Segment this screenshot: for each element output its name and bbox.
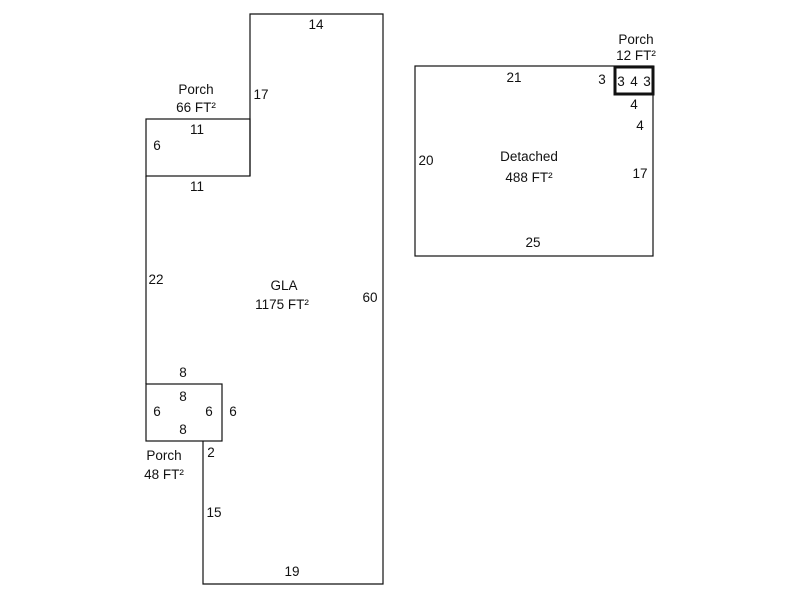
porch-bottom-dim-right-outer: 6 xyxy=(229,404,237,419)
gla-dim-left-mid: 22 xyxy=(148,272,163,287)
detached-dim-left: 20 xyxy=(418,153,433,168)
gla-dim-top: 14 xyxy=(308,17,324,32)
gla-dim-step: 2 xyxy=(207,445,215,460)
porch-small-dim-top: 4 xyxy=(630,74,638,89)
porch-bottom-dim-bottom: 8 xyxy=(179,422,187,437)
detached-area: 488 FT² xyxy=(505,170,553,185)
gla-area: 1175 FT² xyxy=(255,297,309,312)
detached-outline xyxy=(414,65,654,257)
porch-bottom-dim-right: 6 xyxy=(205,404,213,419)
detached-dim-right: 17 xyxy=(632,166,647,181)
gla-name: GLA xyxy=(270,278,297,293)
porch-small-dim-bottom: 4 xyxy=(630,97,638,112)
gla-dim-upper-left: 17 xyxy=(253,87,268,102)
gla-dim-bottom: 19 xyxy=(284,564,299,579)
detached-dim-notch-left: 3 xyxy=(598,72,606,87)
gla-dim-left-lower: 15 xyxy=(206,505,221,520)
porch-bottom-dim-top-outer: 8 xyxy=(179,365,187,380)
gla-outline xyxy=(145,13,384,585)
porch-small-dim-left: 3 xyxy=(617,74,625,89)
detached-dim-top: 21 xyxy=(506,70,521,85)
porch-small-dim-right: 3 xyxy=(643,74,651,89)
detached-name: Detached xyxy=(500,149,558,164)
porch-top-dim-top: 11 xyxy=(190,122,204,137)
porch-bottom-name: Porch xyxy=(146,448,181,463)
gla-dim-right: 60 xyxy=(362,290,377,305)
porch-small-name: Porch xyxy=(618,32,653,47)
detached-dim-notch-bottom: 4 xyxy=(636,118,644,133)
porch-bottom-dim-left: 6 xyxy=(153,404,161,419)
porch-small-outline xyxy=(613,65,655,96)
porch-bottom-area: 48 FT² xyxy=(144,467,184,482)
porch-top-dim-bottom: 11 xyxy=(190,179,204,194)
porch-top-area: 66 FT² xyxy=(176,100,216,115)
porch-top-dim-left: 6 xyxy=(153,138,161,153)
porch-top-outline xyxy=(145,118,251,177)
porch-bottom-outline xyxy=(145,383,223,442)
porch-bottom-dim-top: 8 xyxy=(179,389,187,404)
detached-dim-bottom: 25 xyxy=(525,235,540,250)
porch-small-area: 12 FT² xyxy=(616,48,656,63)
porch-top-name: Porch xyxy=(178,82,213,97)
